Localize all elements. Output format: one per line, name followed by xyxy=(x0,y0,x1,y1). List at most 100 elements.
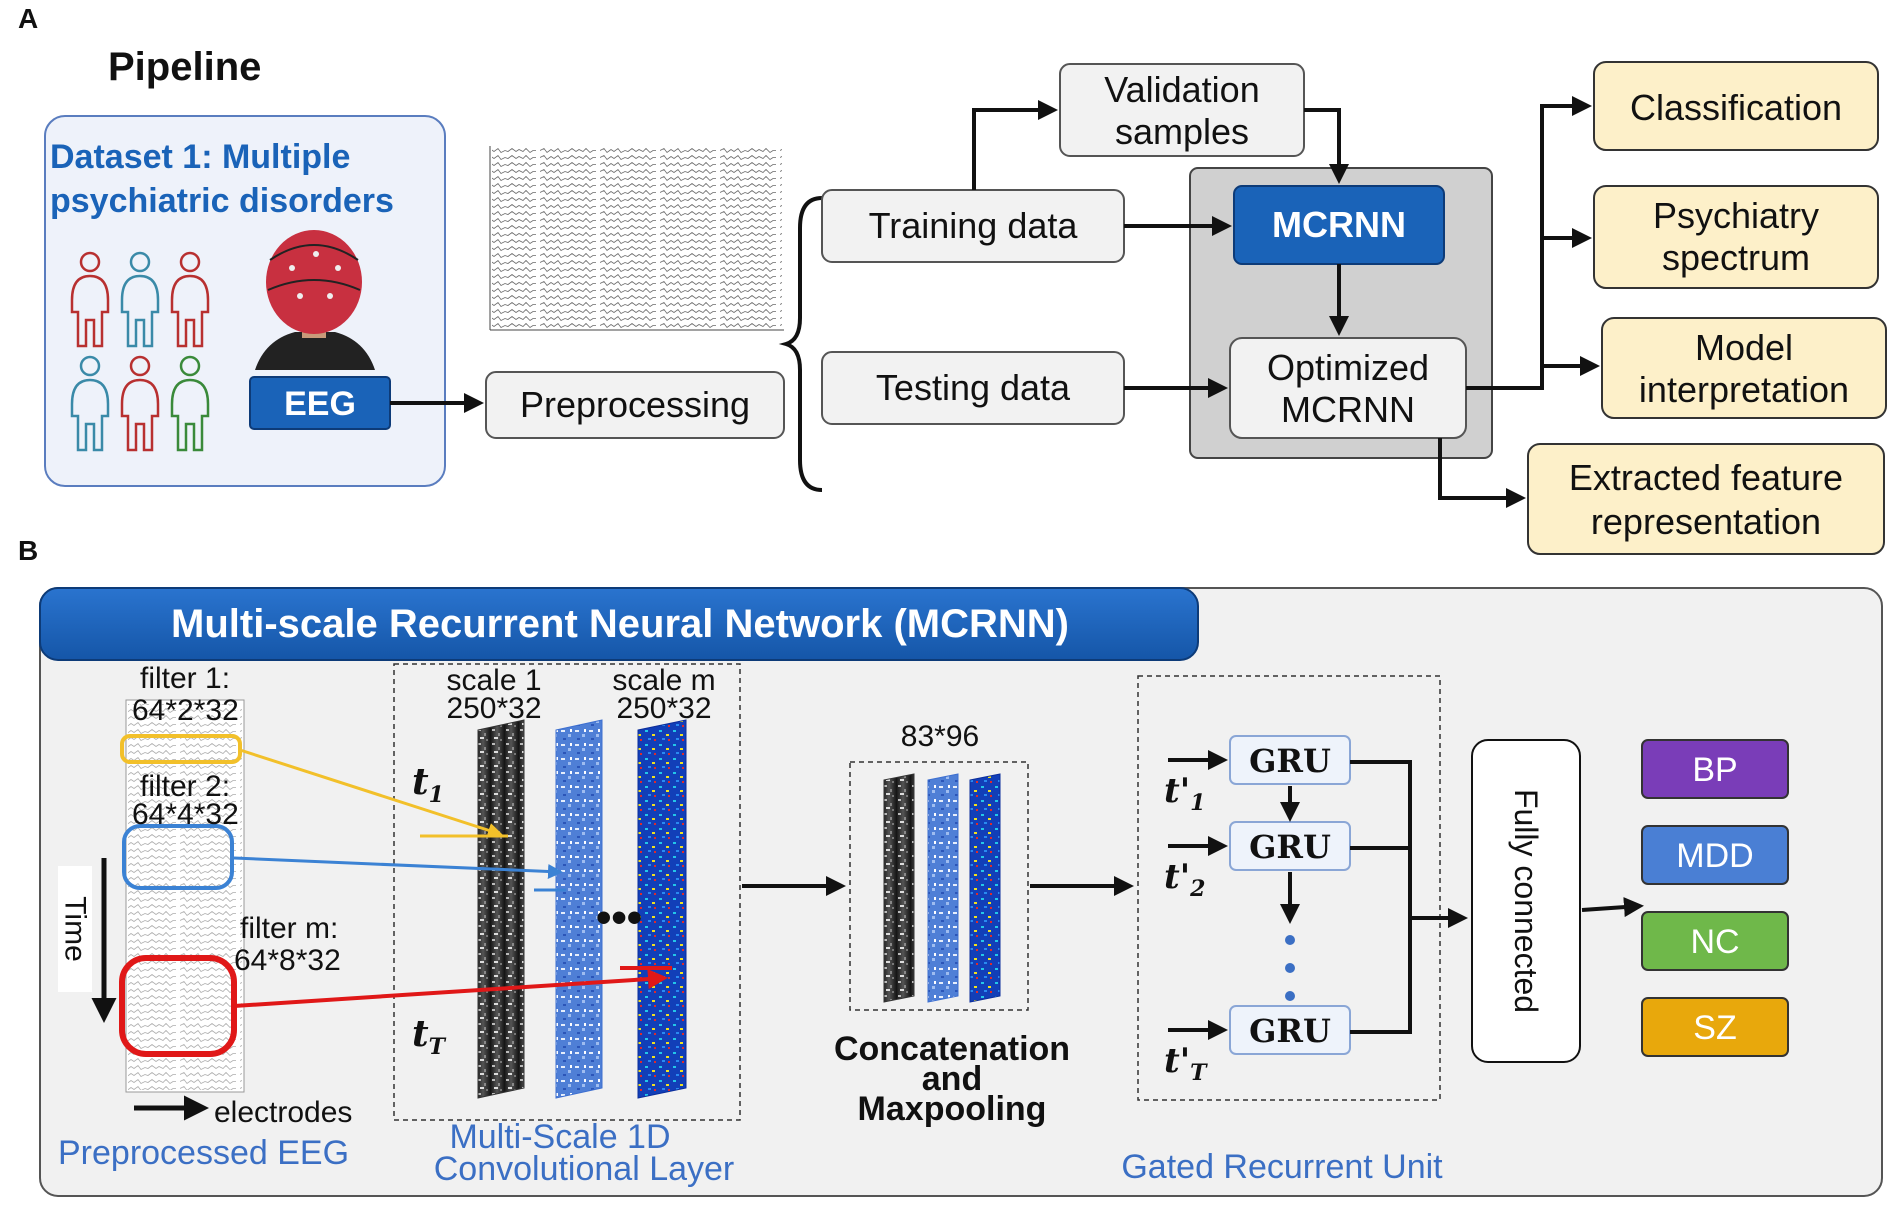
person-icon xyxy=(170,355,210,452)
pooled-map-gray xyxy=(883,773,915,1003)
model-line2: interpretation xyxy=(1639,369,1849,410)
filter-1-line1: filter 1: xyxy=(140,662,230,695)
gru-box xyxy=(1137,675,1441,1101)
validation-line1: Validation xyxy=(1104,69,1259,110)
fully-connected-label: Fully connected xyxy=(1508,789,1544,1013)
pool-dims-label: 83*96 xyxy=(901,720,979,753)
arrow-validation-to-mcrnn xyxy=(1304,108,1349,184)
conv-layer-box xyxy=(393,663,741,1121)
feature-map-scale-2 xyxy=(555,719,603,1099)
filter-m-line2: 64*8*32 xyxy=(234,944,341,977)
dataset-title-line2: psychiatric disorders xyxy=(50,182,394,220)
filter-1-box xyxy=(120,734,242,764)
conv-caption-line2: Convolutional Layer xyxy=(434,1150,735,1188)
mcrnn-banner xyxy=(39,587,1199,661)
arrow-training-to-validation xyxy=(972,100,1058,190)
class-label-sz: SZ xyxy=(1693,1009,1736,1047)
filter-m-arrow xyxy=(233,969,668,1008)
mcrnn-banner-title: Multi-scale Recurrent Neural Network (MC… xyxy=(171,602,1069,646)
gru-caption: Gated Recurrent Unit xyxy=(1121,1148,1443,1186)
dataset-title-line1: Dataset 1: Multiple xyxy=(50,138,350,176)
panel-b-label: B xyxy=(18,535,38,566)
eeg-strip-signal xyxy=(128,704,242,1090)
testing-data-label: Testing data xyxy=(876,367,1071,408)
preprocessed-eeg-caption: Preprocessed EEG xyxy=(58,1134,349,1172)
gru-cell-label: GRU xyxy=(1249,742,1331,780)
filter-1-line2: 64*2*32 xyxy=(132,694,239,727)
extracted-feature-box xyxy=(1527,443,1885,555)
preprocessing-box xyxy=(485,371,785,439)
scale-1-line2: 250*32 xyxy=(446,692,541,725)
gru-output-bus xyxy=(1350,760,1412,1034)
pool-caption-line3: Maxpooling xyxy=(858,1090,1047,1128)
electrodes-axis-label: electrodes xyxy=(214,1096,352,1129)
psychiatry-spectrum-box xyxy=(1593,185,1879,289)
pooled-map-jet xyxy=(969,773,1001,1003)
filter-2-line2: 64*4*32 xyxy=(132,798,239,831)
pool-caption-line2: and xyxy=(922,1060,982,1098)
time-axis-label: Time xyxy=(59,896,92,962)
class-label-bp: BP xyxy=(1692,751,1737,789)
extracted-line1: Extracted feature xyxy=(1569,457,1843,498)
scale-m-line1: scale m xyxy=(612,664,715,697)
filter-1-arrow xyxy=(239,748,503,838)
class-box-bp xyxy=(1641,739,1789,799)
classification-label: Classification xyxy=(1630,87,1842,128)
scale-1-line1: scale 1 xyxy=(446,664,541,697)
pipeline-title: Pipeline xyxy=(108,45,261,89)
split-brace xyxy=(778,196,823,492)
scale-m-line2: 250*32 xyxy=(616,692,711,725)
tT-label: tT xyxy=(412,1013,447,1060)
gru-ellipsis-dots xyxy=(1285,935,1295,1001)
gru-cell-label: GRU xyxy=(1249,828,1331,866)
pool-caption-line1: Concatenation xyxy=(834,1030,1070,1068)
class-box-mdd xyxy=(1641,825,1789,885)
filter-m-line1: filter m: xyxy=(240,912,338,945)
extracted-line2: representation xyxy=(1591,501,1821,542)
class-boxes: BP MDD NC SZ xyxy=(1641,739,1789,1057)
classification-box xyxy=(1593,61,1879,151)
feature-map-scale-m xyxy=(637,719,687,1099)
arrow-fc-to-classes xyxy=(1581,897,1644,918)
validation-line2: samples xyxy=(1115,111,1249,152)
optimized-line1: Optimized xyxy=(1267,347,1429,388)
ellipsis-dots: ••• xyxy=(596,893,642,942)
class-label-mdd: MDD xyxy=(1676,837,1753,875)
class-box-sz xyxy=(1641,997,1789,1057)
training-data-label: Training data xyxy=(869,205,1079,246)
mcrnn-label: MCRNN xyxy=(1272,204,1406,245)
filter-2-box xyxy=(122,824,234,890)
arrow-to-extracted-feature xyxy=(1438,438,1526,508)
person-icon xyxy=(120,251,160,348)
conv-caption-line1: Multi-Scale 1D xyxy=(449,1118,670,1156)
patients-icon-group xyxy=(70,251,210,452)
t1-label: t1 xyxy=(412,761,444,808)
model-interpretation-box xyxy=(1601,317,1887,419)
filter-2-arrow xyxy=(233,856,563,879)
arrow-to-classification xyxy=(1466,96,1592,390)
filter-2-line1: filter 2: xyxy=(140,770,230,803)
gru-cell-label: GRU xyxy=(1249,1012,1331,1050)
eeg-label: EEG xyxy=(284,385,356,423)
psychiatry-line1: Psychiatry xyxy=(1653,195,1819,236)
fully-connected-box xyxy=(1471,739,1581,1063)
gru-input-label: t'2 xyxy=(1164,857,1205,902)
panel-a-label: A xyxy=(18,3,38,34)
pooled-map-blue xyxy=(927,773,959,1003)
optimized-line2: MCRNN xyxy=(1281,389,1415,430)
preprocessing-label: Preprocessing xyxy=(520,384,750,425)
person-icon xyxy=(70,251,110,348)
class-label-nc: NC xyxy=(1690,923,1739,961)
pool-box xyxy=(849,761,1029,1011)
person-icon xyxy=(70,355,110,452)
gru-input-label: t'T xyxy=(1164,1041,1208,1086)
person-icon xyxy=(170,251,210,348)
psychiatry-line2: spectrum xyxy=(1662,237,1810,278)
class-box-nc xyxy=(1641,911,1789,971)
gru-input-label: t'1 xyxy=(1164,771,1205,816)
feature-map-scale-1 xyxy=(477,719,525,1099)
person-icon xyxy=(120,355,160,452)
